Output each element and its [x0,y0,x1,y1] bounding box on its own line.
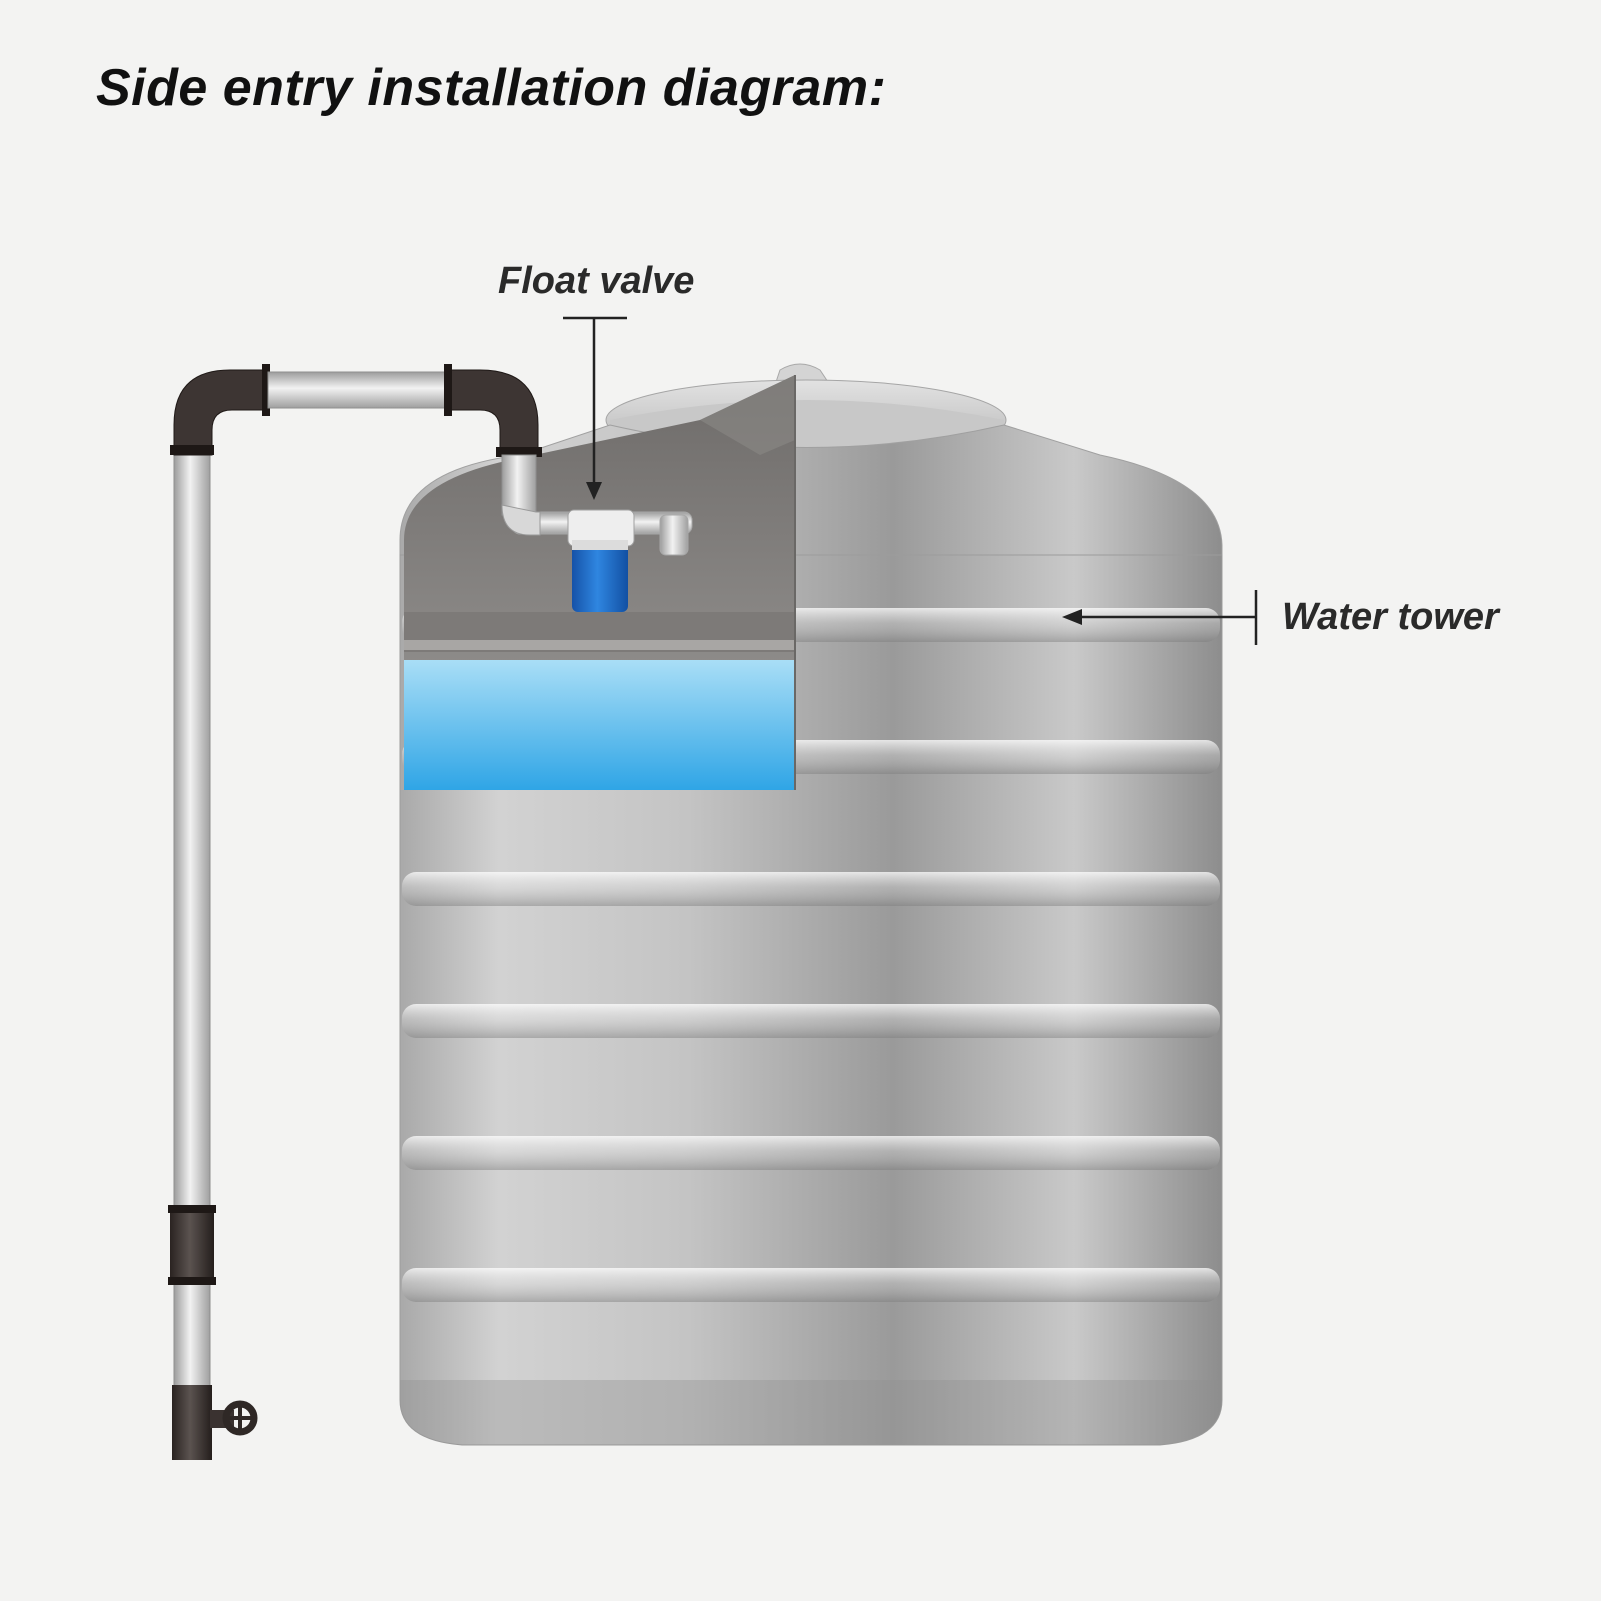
page-title: Side entry installation diagram: [96,59,887,117]
float-valve-label: Float valve [498,260,695,302]
arrow-down-icon [586,482,602,500]
water-tower-pointer [1062,590,1258,645]
pipe-coupling [170,1205,214,1285]
float-valve-pointer [563,316,627,500]
float-valve-body [572,542,628,612]
water-level [404,660,795,790]
water-tower-label: Water tower [1282,596,1499,638]
float-valve [511,509,693,612]
arrow-left-icon [1062,609,1082,625]
inlet-pipe [168,364,542,1460]
water-tank [399,363,1223,1446]
